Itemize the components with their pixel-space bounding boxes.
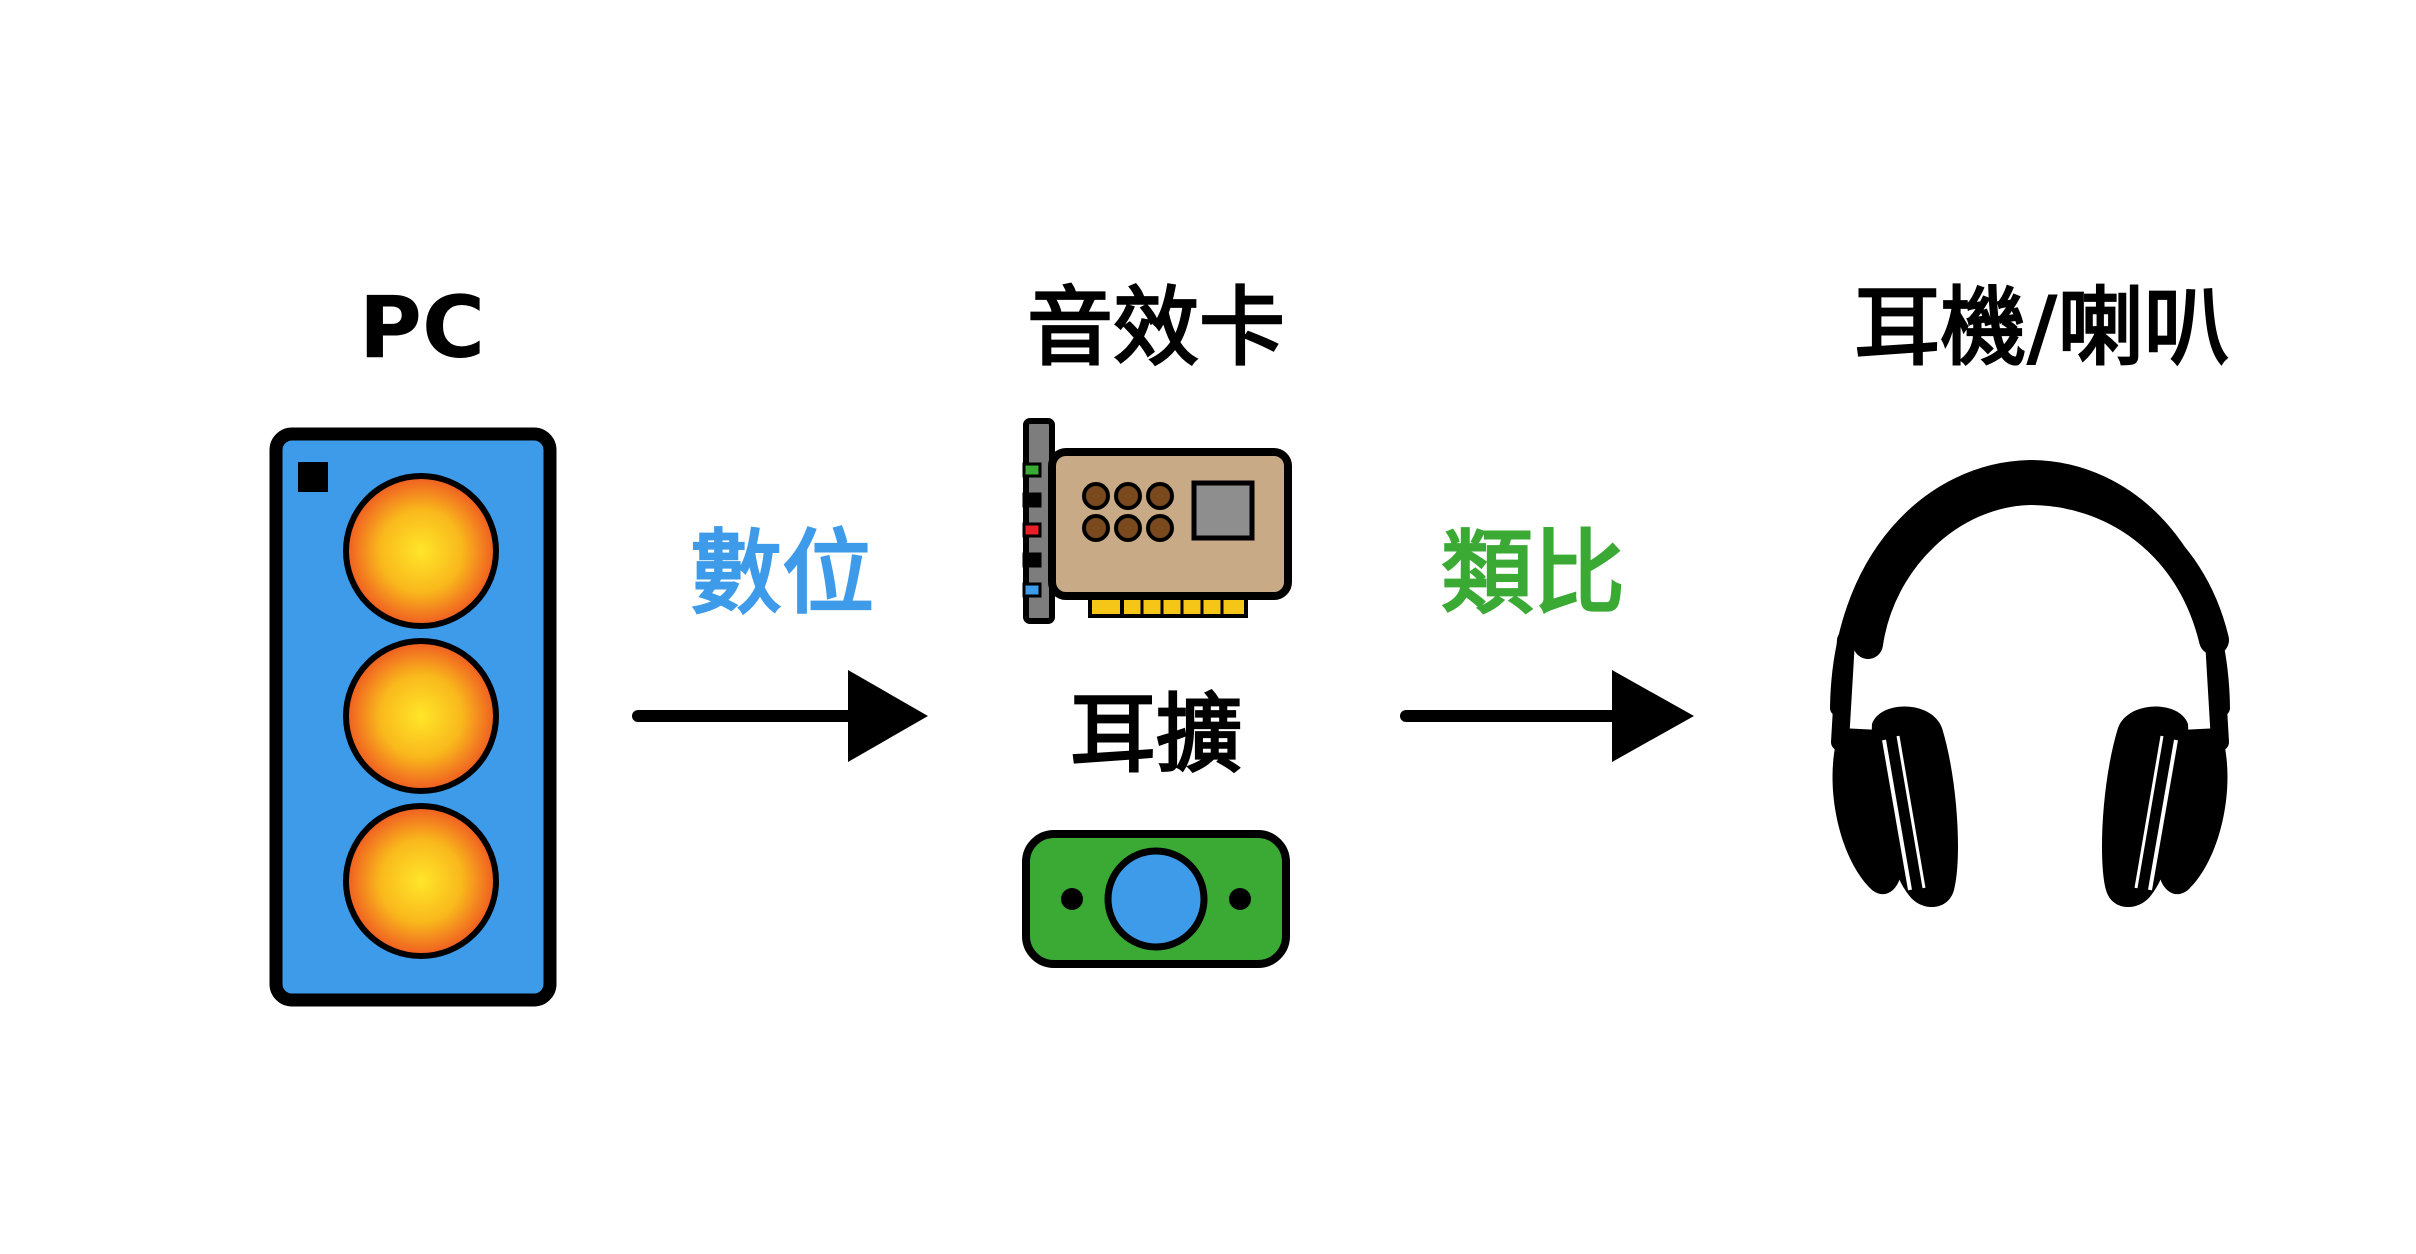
pc-tower-icon [269,427,557,1007]
pc-fan-3 [343,803,499,959]
digital-arrow [632,670,928,762]
amp-label: 耳擴 [1070,685,1242,785]
digital-edge-label: 數位 [689,520,875,627]
pc-fan-2 [343,638,499,794]
pc-label: PC [358,278,486,378]
sound-card-label: 音效卡 [1027,278,1285,378]
headphone-amp-icon [1022,830,1290,968]
analog-arrow [1400,670,1694,762]
output-label: 耳機/喇叭 [1854,278,2230,378]
headphones-icon [1830,459,2230,908]
pc-fan-1 [343,473,499,629]
amp-knob [1104,847,1208,951]
analog-edge-label: 類比 [1440,520,1626,627]
sound-card-icon [1022,418,1292,624]
pc-power-button [298,462,328,492]
